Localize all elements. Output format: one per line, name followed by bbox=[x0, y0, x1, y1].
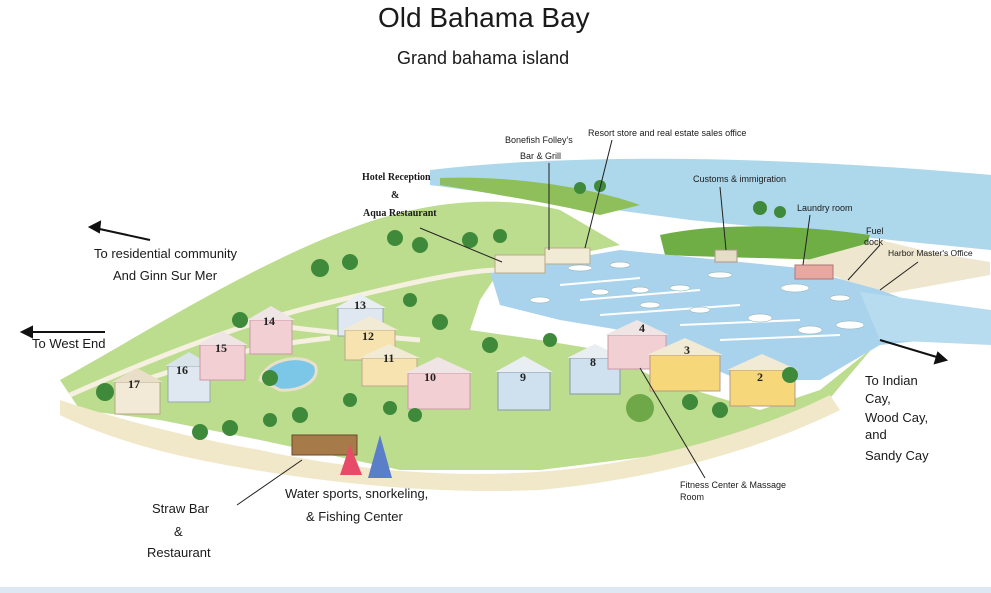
beach bbox=[60, 395, 840, 491]
indian-cay-label-1: To Indian bbox=[865, 373, 918, 388]
bonefish-label-2: Bar & Grill bbox=[520, 151, 562, 161]
building-number-2: 2 bbox=[757, 370, 763, 384]
map-title: Old Bahama Bay bbox=[378, 2, 590, 33]
building-number-13: 13 bbox=[354, 298, 366, 312]
residential-label-2: And Ginn Sur Mer bbox=[113, 268, 218, 283]
straw-amp-label: & bbox=[174, 524, 183, 539]
main-land bbox=[60, 201, 875, 470]
buildings bbox=[112, 247, 834, 456]
building-number-17: 17 bbox=[128, 377, 140, 391]
west-end-label: To West End bbox=[32, 336, 106, 351]
palm-trees bbox=[96, 180, 798, 440]
building-number-4: 4 bbox=[639, 321, 645, 335]
wood-cay-label: Wood Cay, bbox=[865, 410, 929, 425]
marina-water bbox=[490, 250, 975, 380]
building-number-3: 3 bbox=[684, 343, 690, 357]
bonefish-label-1: Bonefish Folley's bbox=[505, 135, 573, 145]
resort-store-label: Resort store and real estate sales offic… bbox=[588, 128, 747, 138]
fuel-label-1: Fuel bbox=[866, 226, 884, 236]
laundry-label: Laundry room bbox=[797, 203, 853, 213]
sailboats bbox=[340, 435, 392, 478]
building-number-11: 11 bbox=[383, 351, 395, 365]
aqua-restaurant-label: Aqua Restaurant bbox=[363, 208, 437, 219]
pointer-lines bbox=[236, 139, 919, 506]
direction-arrows bbox=[19, 220, 949, 365]
restaurant-label: Restaurant bbox=[147, 545, 211, 560]
far-island bbox=[440, 177, 640, 215]
map-subtitle: Grand bahama island bbox=[397, 48, 570, 68]
building-number-9: 9 bbox=[520, 370, 526, 384]
fitness-label-2: Room bbox=[680, 492, 705, 502]
building-number-10: 10 bbox=[424, 370, 436, 384]
sandy-cay-label: Sandy Cay bbox=[865, 448, 929, 463]
fuel-label-2: dock bbox=[864, 237, 884, 247]
building-number-15: 15 bbox=[215, 341, 227, 355]
water-sports-label-1: Water sports, snorkeling, bbox=[285, 486, 429, 501]
building-number-8: 8 bbox=[590, 355, 596, 369]
harbor-master-label: Harbor Master's Office bbox=[888, 248, 973, 258]
boats bbox=[529, 261, 865, 335]
straw-bar-label: Straw Bar bbox=[152, 501, 210, 516]
hotel-reception-label: Hotel Reception bbox=[362, 172, 431, 183]
ocean-background bbox=[430, 158, 991, 250]
fitness-label-1: Fitness Center & Massage bbox=[680, 480, 787, 490]
building-number-14: 14 bbox=[263, 314, 275, 328]
building-number-12: 12 bbox=[362, 329, 374, 343]
hotel-amp-label: & bbox=[391, 190, 400, 201]
water-sports-label-2: & Fishing Center bbox=[306, 509, 403, 524]
channel bbox=[860, 292, 991, 345]
bottom-border bbox=[0, 587, 991, 593]
right-island bbox=[660, 226, 870, 262]
residential-label-1: To residential community bbox=[94, 246, 238, 261]
indian-cay-label-2: Cay, bbox=[865, 391, 891, 406]
docks bbox=[559, 277, 841, 341]
building-number-16: 16 bbox=[176, 363, 188, 377]
customs-label: Customs & immigration bbox=[693, 174, 787, 184]
and-label: and bbox=[865, 427, 887, 442]
